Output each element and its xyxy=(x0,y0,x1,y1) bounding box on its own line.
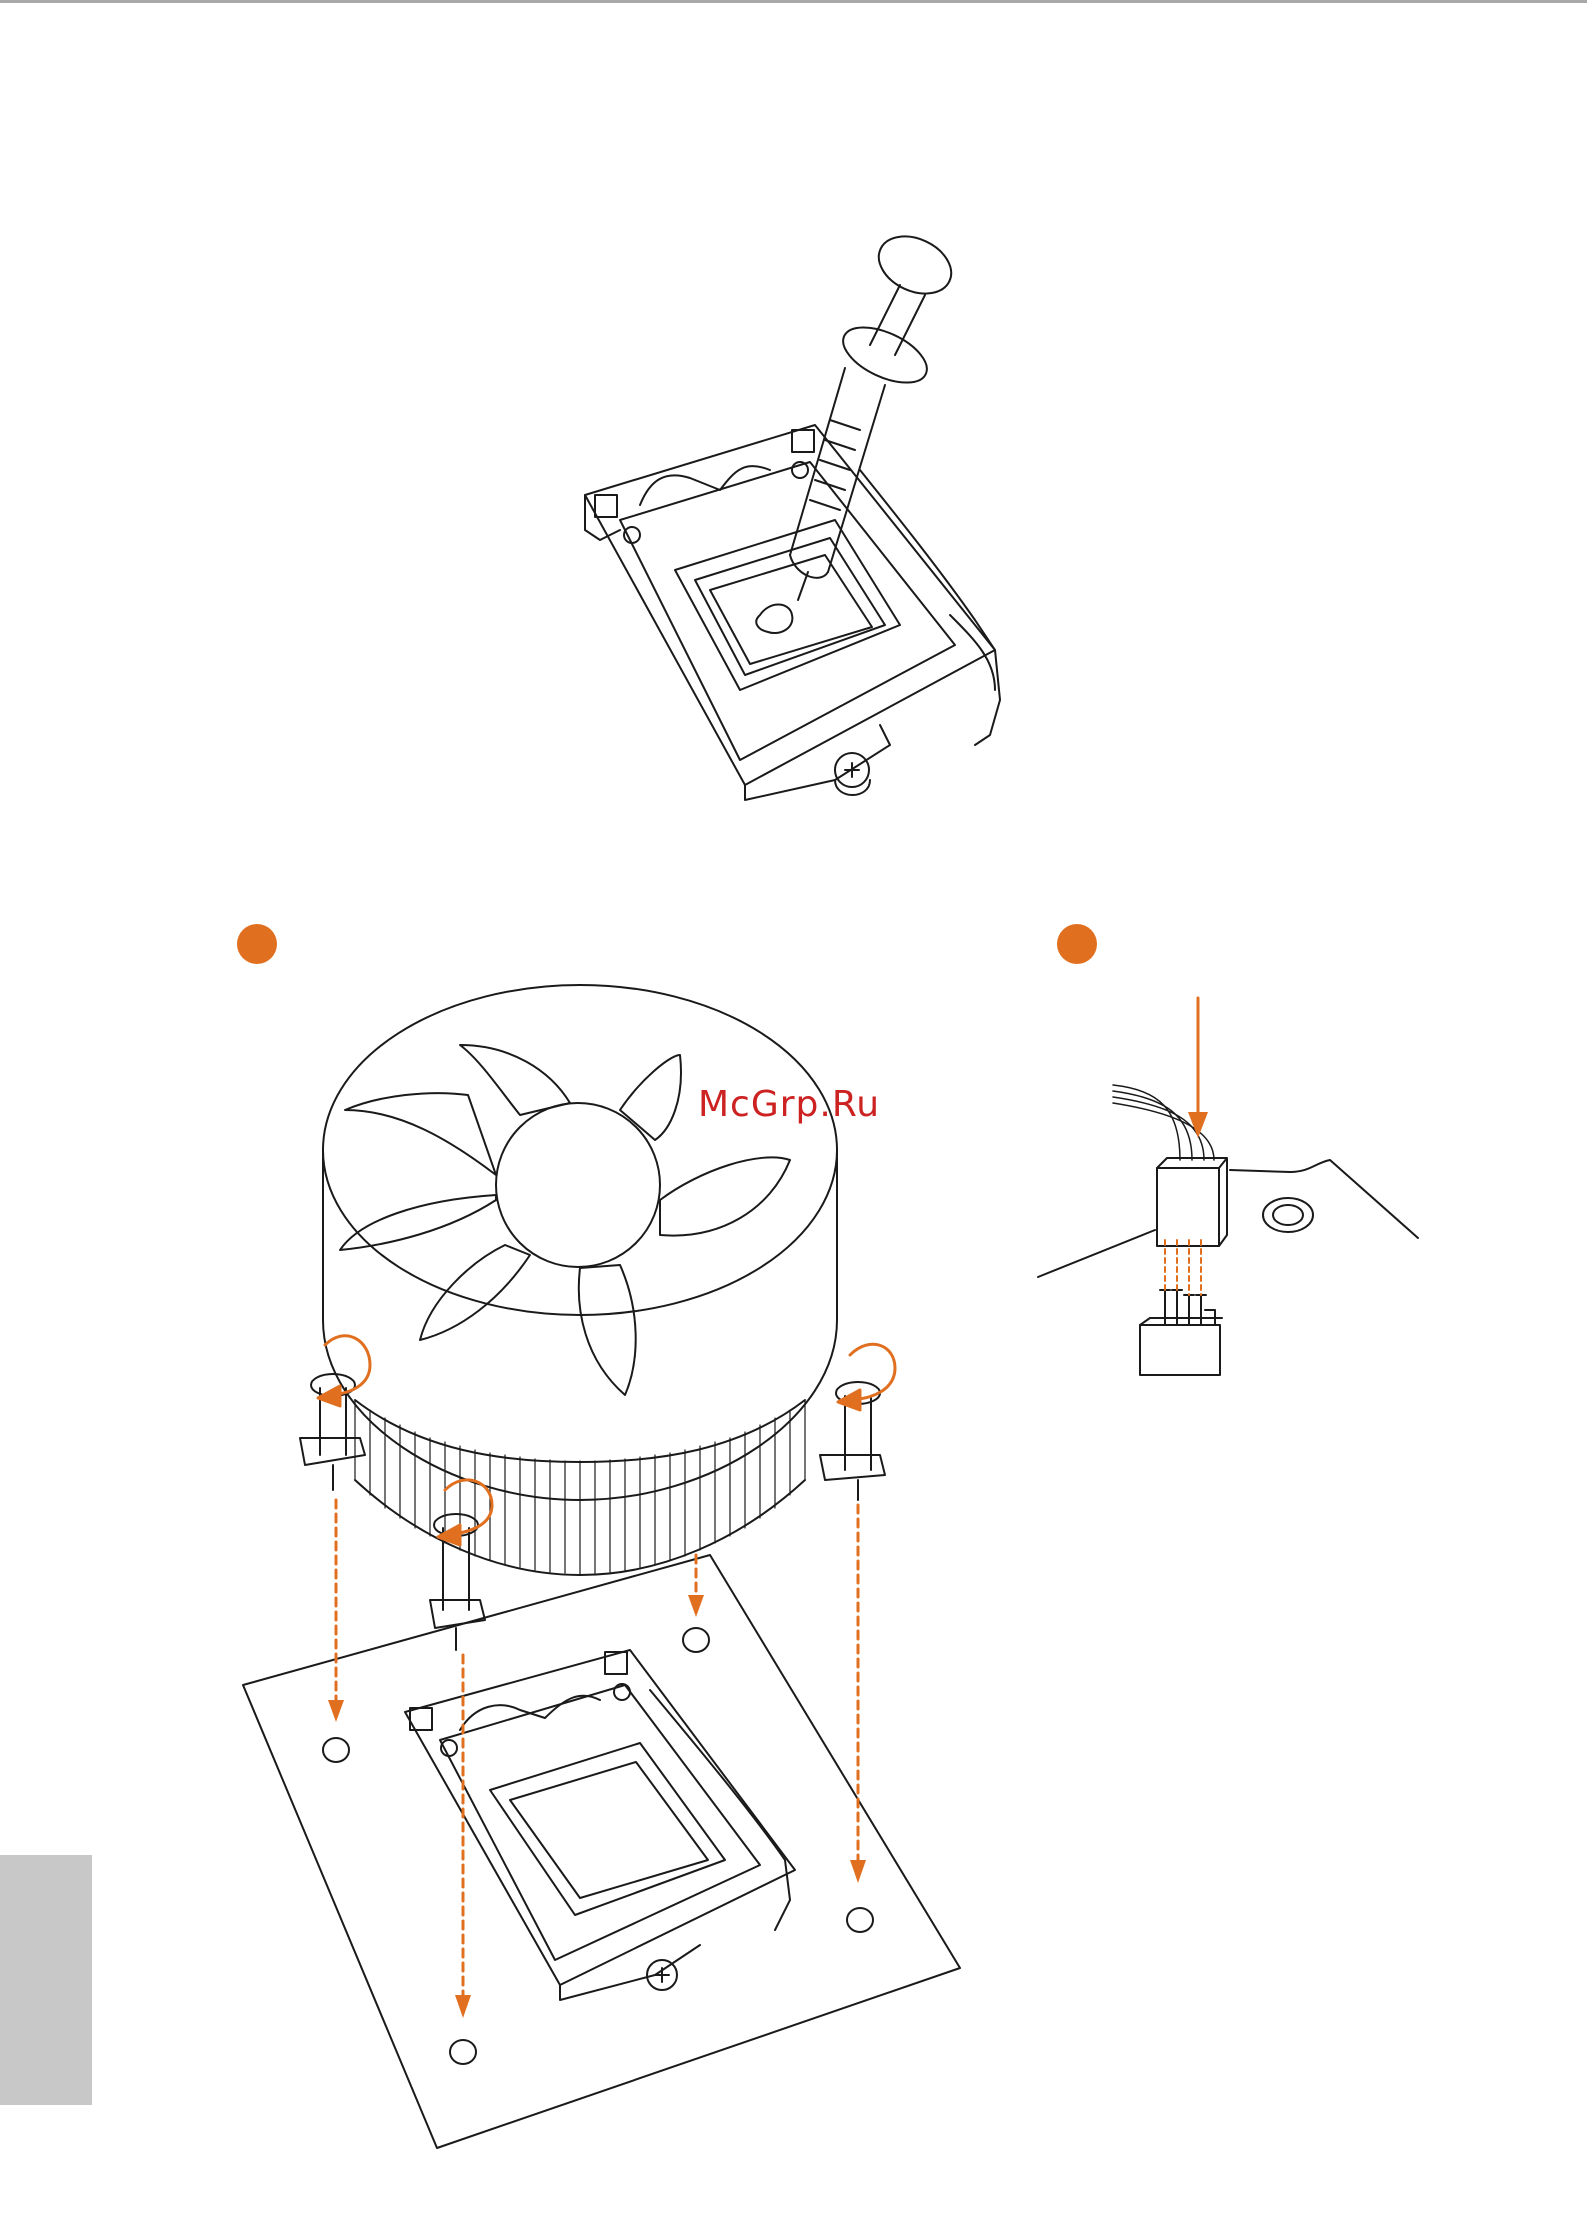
connector-arrows xyxy=(1165,998,1208,1295)
fan-connector-illustration xyxy=(1038,1085,1418,1375)
cooler-installation-illustration xyxy=(243,985,960,2148)
mount-hole xyxy=(450,2040,476,2064)
step-1-badge xyxy=(237,924,277,964)
mount-hole xyxy=(683,1628,709,1652)
cpu-socket-top xyxy=(585,425,1000,800)
watermark-text: McGrp.Ru xyxy=(698,1084,880,1125)
motherboard-outline xyxy=(243,1555,960,2148)
mount-hole xyxy=(323,1738,349,1762)
cooler-arrows xyxy=(318,1336,895,2018)
mount-hole xyxy=(847,1908,873,1932)
thermal-paste-illustration xyxy=(585,225,1000,800)
step-2-badge xyxy=(1057,924,1097,964)
